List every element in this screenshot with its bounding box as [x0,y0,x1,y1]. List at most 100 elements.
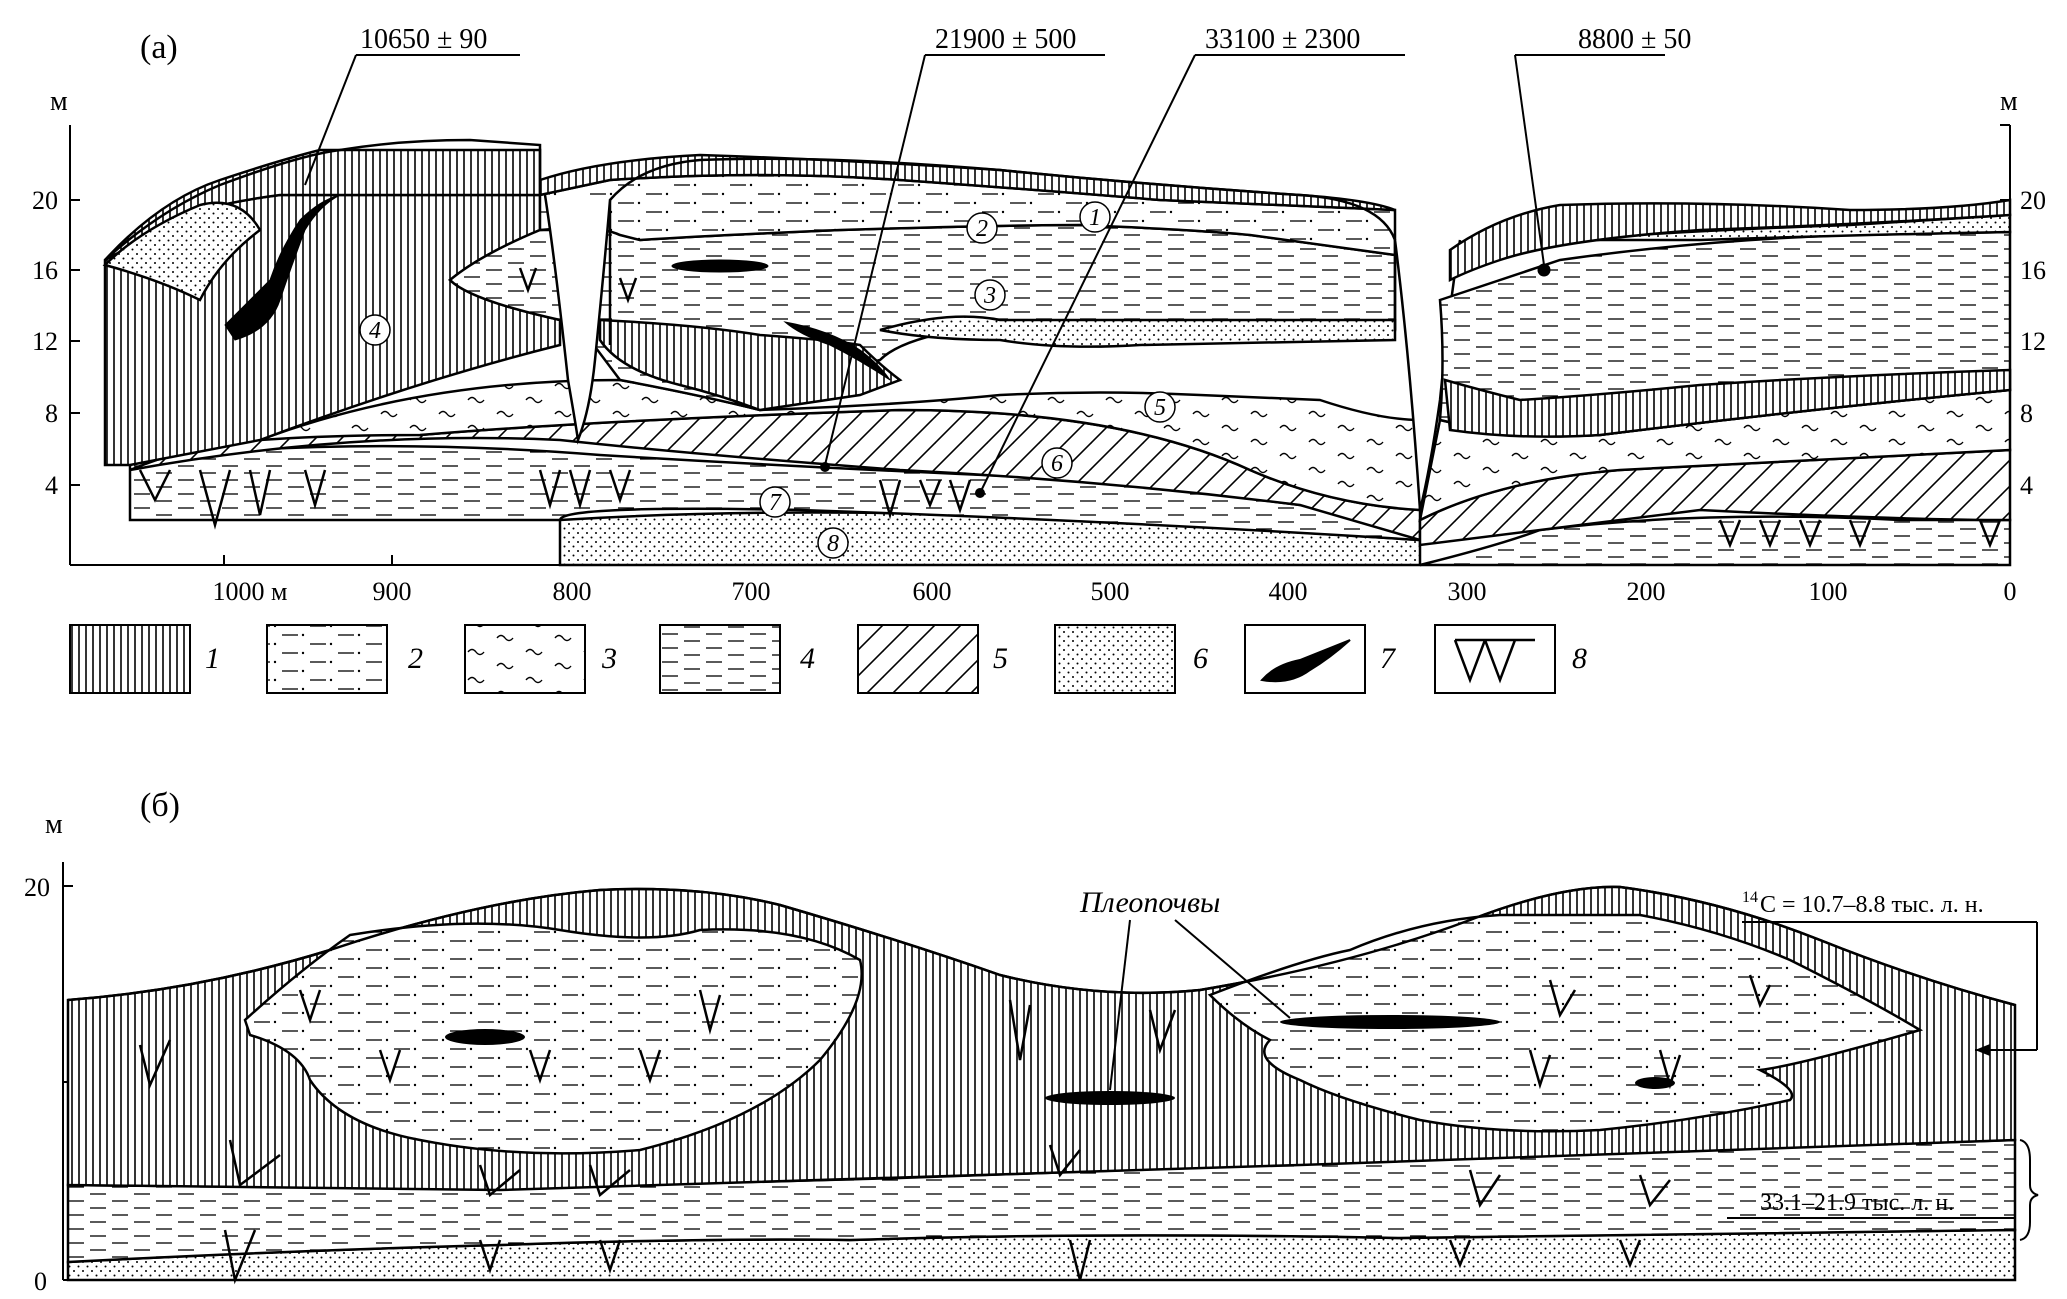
top-outline-left [104,138,542,261]
y-tick-right: 12 [2020,327,2046,356]
paleosols-leader [1174,919,1291,1019]
legend-swatch-8 [1434,624,1556,694]
b-lens-left [243,922,863,1155]
unit-1-right-base [1443,368,2012,438]
legend-label: 5 [993,642,1008,675]
unit-8-right [1419,515,2012,567]
date-label: 21900 ± 500 [935,24,1076,55]
legend-swatch-4 [659,624,781,694]
x-tick: 800 [553,577,592,606]
lower-age-brace [2019,1139,2039,1241]
paleosols-leader [1109,919,1131,1091]
panel-b-y-unit: м [45,809,63,840]
ice-wedges-b [138,974,1772,1285]
x-tick: 900 [373,577,412,606]
legend-label: 6 [1193,642,1208,675]
x-ticks: 1000 м 900 800 700 600 500 400 300 200 1… [213,577,2017,606]
unit-marker: 1 [1089,205,1101,231]
legend-label: 1 [205,642,220,675]
ravine-800 [543,194,612,445]
panel-b-paleosols [445,1015,1675,1105]
legend-label: 3 [601,642,617,675]
unit-marker: 4 [369,318,381,344]
paleosol-band [1045,1091,1175,1105]
legend-swatch-1 [69,624,191,694]
legend-swatch-5 [857,624,979,694]
y-unit-right: м [2000,86,2018,117]
legend-swatch-7 [1244,624,1366,694]
unit-marker: 8 [827,531,839,557]
panel-b-label: (б) [140,787,180,824]
date-leader [979,54,1196,494]
lens-mid-upper [671,259,769,273]
sample-point [820,462,830,472]
date-label: 10650 ± 90 [360,24,487,55]
legend-swatch-6 [1054,624,1176,694]
panel-a: (а) м м [32,24,2046,606]
unit-marker: 7 [769,490,782,516]
legend-ice-wedge-icon [1453,638,1535,684]
unit-2-left-dots [102,201,262,302]
c14-superscript: 14 [1742,889,1758,906]
unit-marker: 6 [1051,451,1063,477]
legend-label: 8 [1572,642,1587,675]
panel-b-y-tick-label: 0 [34,1267,47,1296]
unit-marker: 5 [1154,395,1166,421]
y-tick-right: 8 [2020,399,2033,428]
y-ticks-left: 4 8 12 16 20 [32,186,58,500]
x-tick: 700 [732,577,771,606]
unit-dots-middle [879,315,1397,348]
date-leader [1514,54,1545,266]
panel-b-section [66,885,2017,1282]
x-tick: 600 [913,577,952,606]
b-lens-right [1207,913,1924,1133]
unit-1-right-top [1448,198,2012,283]
x-tick: 200 [1627,577,1666,606]
legend-swatch-2 [266,624,388,694]
legend-label: 7 [1380,642,1397,675]
y-tick-left: 16 [32,256,58,285]
ice-wedges-a [138,267,2002,549]
x-tick: 100 [1809,577,1848,606]
date-label: 8800 ± 50 [1578,24,1691,55]
panel-b: (б) м 20 0 [24,787,2039,1296]
legend-label: 4 [800,642,815,675]
y-tick-right: 16 [2020,256,2046,285]
legend-label: 2 [408,642,423,675]
lens-left [224,194,341,341]
top-outline-middle [608,157,1397,345]
c14-age-label: C = 10.7–8.8 тыс. л. н. [1760,892,1984,918]
legend-swatch-3 [464,624,586,694]
paleosol-band [1635,1077,1675,1089]
date-leader [304,54,357,186]
paleosol-band [1280,1015,1500,1029]
lower-age-label: 33.1–21.9 тыс. л. н. [1760,1190,1954,1216]
lens-mid-lower [783,321,891,381]
y-tick-left: 8 [45,399,58,428]
date-leader [824,54,926,466]
paleosol-lenses [224,194,1551,381]
dates: 10650 ± 90 21900 ± 500 33100 ± 2300 8800… [304,24,1691,498]
unit-marker: 3 [983,283,996,309]
x-tick: 500 [1091,577,1130,606]
unit-number-markers: 1 2 3 4 5 6 7 8 [359,201,1176,559]
x-tick: 0 [2004,577,2017,606]
panel-a-label: (а) [140,29,178,66]
y-tick-left: 20 [32,186,58,215]
sample-point [975,488,985,498]
paleosol-band [445,1029,525,1045]
y-tick-right: 20 [2020,186,2046,215]
x-tick: 400 [1269,577,1308,606]
lens-right [1537,263,1551,277]
y-tick-right: 4 [2020,471,2033,500]
legend: 1 2 3 4 5 6 7 8 [69,624,1587,694]
date-label: 33100 ± 2300 [1205,24,1360,55]
x-tick: 1000 м [213,577,288,606]
panel-b-y-tick-label: 20 [24,873,50,902]
unit-marker: 2 [976,216,988,242]
y-tick-left: 4 [45,471,58,500]
legend-lens-icon [1260,639,1351,683]
y-unit-left: м [50,86,68,117]
y-ticks-right: 4 8 12 16 20 [2020,186,2046,500]
